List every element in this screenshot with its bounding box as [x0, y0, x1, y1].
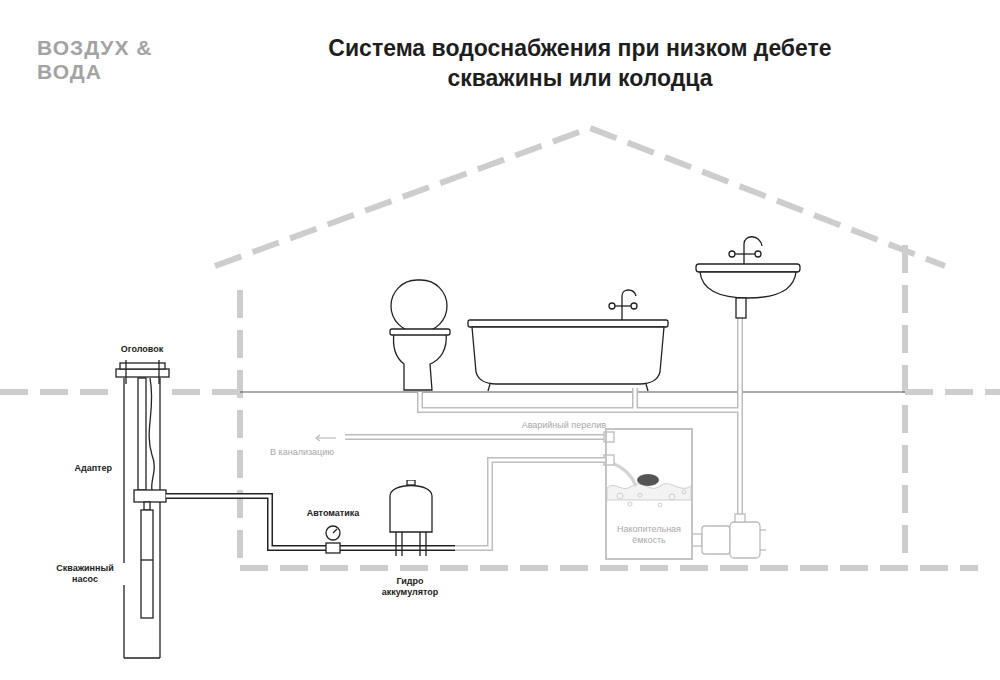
accumulator-tank: Гидро аккумулятор [365, 480, 455, 598]
part-label: Адаптер [40, 463, 112, 474]
logo: ВОЗДУХ & ВОДА [37, 36, 162, 84]
pipe-inner [455, 460, 605, 548]
pipe-connector [455, 460, 605, 548]
pipe-label: Аварийный перелив [494, 420, 606, 431]
accumulator-shape [365, 480, 455, 562]
accumulator-legs [396, 532, 426, 556]
tank-interior [604, 432, 691, 507]
pipe-label: В канализацию [262, 447, 342, 458]
diagram-title: Система водоснабжения при низком дебете … [270, 34, 890, 94]
floor-line [240, 391, 905, 392]
house-outline [0, 128, 1000, 568]
bathtub [468, 290, 668, 391]
accumulator-body [390, 486, 432, 533]
sink [696, 237, 800, 318]
surface-pump [692, 514, 766, 558]
node-text: Гидро аккумулятор [370, 576, 450, 598]
node-text: Накопительная ёмкость [609, 524, 689, 546]
pipe-connector [455, 460, 605, 548]
drain-arrow [316, 435, 336, 441]
part-label: Скважинный насос [45, 563, 125, 585]
part-label: Автоматика [290, 508, 376, 519]
toilet [390, 280, 450, 390]
part-label: Оголовок [97, 344, 187, 355]
pressure-gauge [326, 526, 340, 553]
accumulator-cap [407, 480, 415, 485]
storage-tank: Накопительная ёмкость [605, 428, 693, 560]
well [116, 360, 169, 658]
